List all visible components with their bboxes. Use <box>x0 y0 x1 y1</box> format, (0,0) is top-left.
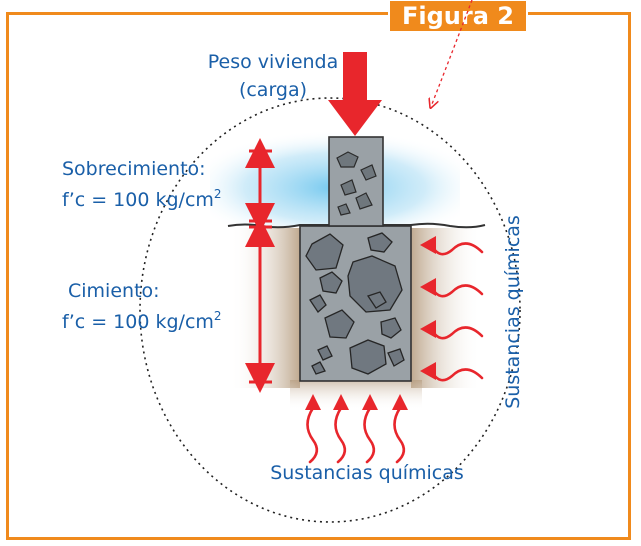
stone-icon <box>319 271 343 294</box>
stone-icon <box>347 255 403 313</box>
load-label-line1: Peso vivienda <box>208 51 339 73</box>
stone-icon <box>305 233 344 271</box>
stone-icon <box>336 151 359 168</box>
figure-label: Figura 2 <box>388 0 528 33</box>
chemical-arrow-icon <box>430 284 484 298</box>
stone-icon <box>355 192 373 210</box>
stone-icon <box>367 232 393 253</box>
stone-icon <box>324 309 355 339</box>
stone-icon <box>317 345 333 361</box>
chemicals-bottom-label: Sustancias químicas <box>270 462 464 484</box>
sobrecimiento-title: Sobrecimiento: <box>62 158 206 180</box>
stone-icon <box>360 164 377 181</box>
cimiento-spec: f’c = 100 kg/cm2 <box>62 309 222 333</box>
stone-icon <box>349 339 387 375</box>
cimiento-title: Cimiento: <box>68 280 160 302</box>
stone-icon <box>311 361 326 375</box>
chemical-arrow-icon <box>363 406 376 464</box>
chemical-arrow-icon <box>430 368 484 382</box>
chemical-arrow-icon <box>334 406 347 464</box>
pointer-arrow-icon <box>432 0 473 104</box>
figure-frame <box>6 12 631 540</box>
stone-icon <box>340 179 357 196</box>
load-label-line2: (carga) <box>239 79 307 101</box>
stone-icon <box>337 203 351 216</box>
chemicals-side-label: Sustancias químicas <box>502 215 524 409</box>
stone-icon <box>380 317 402 339</box>
stone-icon <box>366 291 387 309</box>
chemical-arrow-icon <box>430 242 484 256</box>
sobrecimiento-block <box>328 136 384 227</box>
load-arrow-icon <box>328 52 382 136</box>
sobrecimiento-spec: f’c = 100 kg/cm2 <box>62 187 222 211</box>
soil-left <box>230 228 300 388</box>
chemical-arrow-icon <box>430 326 484 340</box>
chemical-arrow-icon <box>306 406 319 464</box>
focus-circle <box>139 97 521 523</box>
chemical-arrow-icon <box>393 406 406 464</box>
stone-icon <box>387 348 405 367</box>
stone-icon <box>309 294 327 313</box>
soil-right <box>411 228 481 388</box>
